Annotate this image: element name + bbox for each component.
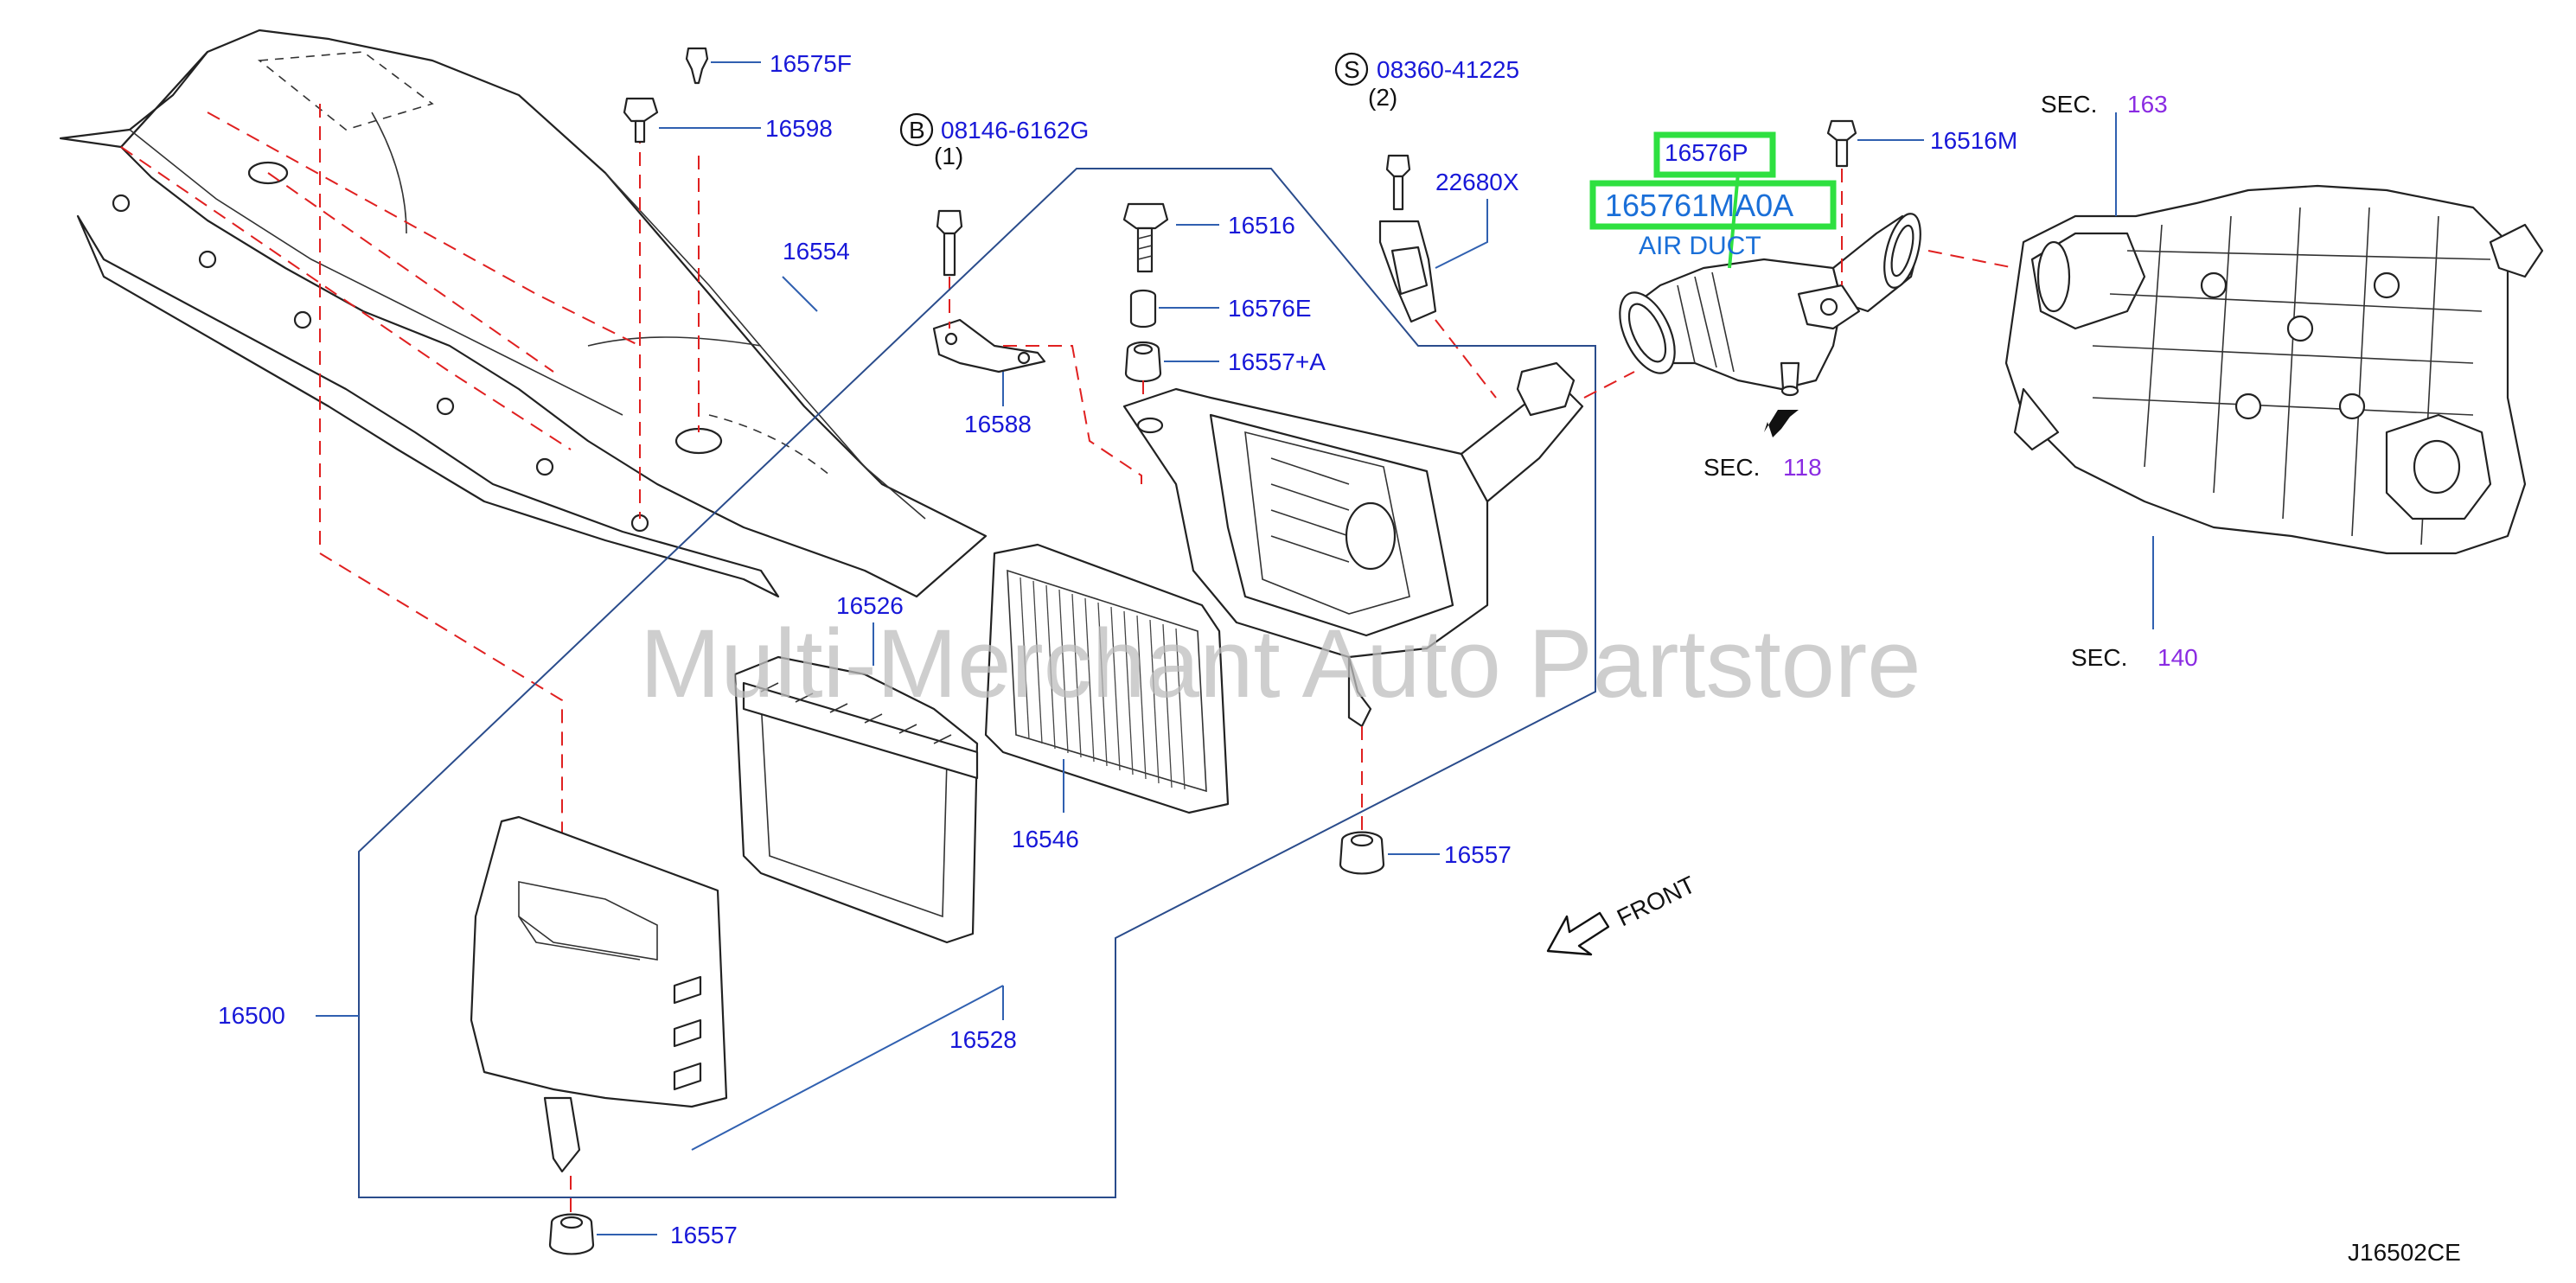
- label-16546[interactable]: 16546: [1012, 826, 1079, 852]
- label-16576P[interactable]: 16576P: [1665, 139, 1748, 166]
- sensor-22680X: [1378, 154, 1497, 399]
- bolt-16516M: [1826, 119, 1924, 285]
- callout-letter-b: B: [909, 117, 925, 144]
- label-16554[interactable]: 16554: [783, 238, 850, 265]
- label-air-duct: AIR DUCT: [1639, 232, 1761, 260]
- label-08146-6162G[interactable]: 08146-6162G: [941, 117, 1089, 144]
- bolt-16598: [623, 97, 761, 144]
- guide-case-duct: [1583, 371, 1635, 399]
- watermark-text: Multi-Merchant Auto Partstore: [640, 610, 1921, 718]
- engine-cover-16554: [59, 29, 988, 598]
- label-16575F[interactable]: 16575F: [770, 50, 852, 77]
- leader-16554: [782, 276, 818, 312]
- highlight-box-alt: [1589, 180, 1837, 230]
- front-arrow: [1546, 911, 1610, 956]
- label-16557-mid[interactable]: 16557: [1444, 841, 1512, 868]
- front-label: FRONT: [1613, 871, 1699, 931]
- air-cleaner-lower-case: [470, 815, 1004, 1219]
- label-08360-41225[interactable]: 08360-41225: [1377, 56, 1519, 83]
- grommet-16557-mid: [1339, 726, 1440, 875]
- callout-circle-s: [1334, 52, 1369, 86]
- label-16576E[interactable]: 16576E: [1228, 295, 1312, 322]
- cover-guide-lines: [120, 104, 700, 916]
- sec-163-prefix: SEC.: [2041, 91, 2097, 118]
- callout-letter-s: S: [1344, 56, 1360, 83]
- sec-163-number[interactable]: 163: [2127, 91, 2168, 118]
- diagram-code: J16502CE: [2348, 1239, 2461, 1266]
- filter-element-16546: [984, 543, 1230, 814]
- sec-140-prefix: SEC.: [2071, 644, 2127, 671]
- label-165761MA0A[interactable]: 165761MA0A: [1605, 188, 1793, 223]
- label-16598[interactable]: 16598: [765, 115, 833, 142]
- sec-140-number[interactable]: 140: [2157, 644, 2198, 671]
- air-cleaner-upper-case: [1122, 361, 1584, 728]
- qty-08360: (2): [1368, 84, 1397, 111]
- sec-118-number[interactable]: 118: [1783, 454, 1822, 481]
- label-16516[interactable]: 16516: [1228, 212, 1295, 239]
- air-duct-16576P: [1619, 213, 2016, 397]
- grommet-16557A: [1124, 341, 1219, 383]
- bolt-16516: [1122, 202, 1219, 273]
- clip-16575F: [685, 47, 761, 85]
- highlight-connector: [1728, 172, 1740, 269]
- assembly-outline: [358, 168, 1596, 1198]
- label-16526[interactable]: 16526: [836, 592, 904, 619]
- label-16528[interactable]: 16528: [949, 1026, 1017, 1053]
- sec-118-prefix: SEC.: [1703, 454, 1760, 481]
- label-16557-bottom[interactable]: 16557: [670, 1222, 738, 1248]
- arrow-sec118: [1764, 410, 1799, 437]
- qty-08146: (1): [934, 143, 963, 169]
- label-16557A[interactable]: 16557+A: [1228, 348, 1326, 375]
- grommet-16557-bottom: [548, 1213, 657, 1255]
- bracket-16588: [932, 209, 1142, 484]
- callout-circle-b: [899, 112, 934, 147]
- highlight-box-primary: [1653, 131, 1776, 178]
- label-16588[interactable]: 16588: [964, 411, 1032, 437]
- label-16500[interactable]: 16500: [218, 1002, 285, 1029]
- frame-16526: [733, 622, 979, 944]
- spacer-16576E: [1129, 289, 1219, 329]
- intake-manifold: [2004, 112, 2544, 629]
- label-22680X[interactable]: 22680X: [1435, 169, 1519, 195]
- label-16516M[interactable]: 16516M: [1930, 127, 2017, 154]
